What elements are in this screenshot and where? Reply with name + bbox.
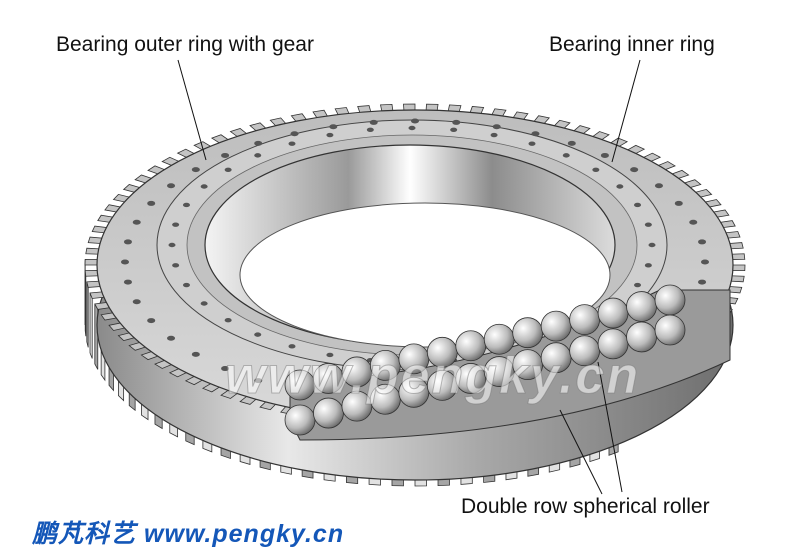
bolt-hole [224,167,232,172]
bolt-hole [562,153,570,158]
bolt-hole [528,141,536,146]
bolt-hole [634,282,642,288]
bolt-hole [634,202,642,208]
brand-name: 鹏芃科艺 [32,520,137,548]
roller-ball [654,314,686,346]
bolt-hole [172,263,180,268]
label-roller: Double row spherical roller [461,495,710,518]
leader-lines [177,59,641,495]
bolt-hole [221,366,230,372]
bolt-hole [644,222,652,227]
bolt-hole [167,183,176,189]
bolt-hole [701,259,709,265]
bolt-hole [172,222,180,227]
bolt-hole [326,352,334,358]
label-inner-ring: Bearing inner ring [549,33,715,56]
bolt-hole [132,219,141,225]
bolt-hole [147,200,156,206]
bolt-hole [648,242,656,248]
roller-balls [284,284,686,436]
bolt-hole [450,127,458,132]
bolt-hole [191,351,200,357]
bolt-hole [147,318,156,324]
roller-ball [284,404,316,436]
bolt-hole [411,118,419,124]
bolt-hole [630,167,639,173]
bolt-hole [168,242,176,248]
bolt-hole [674,200,683,206]
bolt-hole [254,140,263,146]
gear-tooth-side [89,292,93,359]
bolt-hole [288,344,296,349]
bolt-hole [224,318,232,323]
gear-tooth-side [86,281,89,348]
bolt-hole [644,263,652,268]
bolt-hole [123,279,132,285]
bolt-hole [366,127,374,132]
bolt-hole [200,184,208,189]
bolt-hole [121,259,129,265]
label-outer-ring: Bearing outer ring with gear [56,33,314,56]
roller-ball [654,284,686,316]
watermark: www.pengky.cn [224,347,641,406]
bolt-hole [254,153,262,158]
bolt-hole [182,282,190,288]
roller-ball [540,310,572,342]
roller-ball [597,297,629,329]
bolt-hole [698,279,707,285]
bolt-hole [600,152,609,158]
bolt-hole [254,378,263,384]
bolt-hole [191,167,200,173]
roller-ball [569,304,601,336]
bolt-hole [329,124,338,130]
bolt-hole [182,202,190,208]
roller-ball [512,317,544,349]
bolt-hole [254,332,262,337]
bolt-hole [654,183,663,189]
bolt-hole [592,167,600,172]
bolt-hole [616,184,624,189]
bolt-hole [132,299,141,305]
bore-bottom [239,202,611,348]
bolt-hole [452,119,461,125]
roller-ball [626,291,657,322]
bolt-hole [326,132,334,138]
bolt-hole [221,152,230,158]
bolt-hole [290,131,299,137]
bolt-hole [531,131,540,137]
bolt-hole [369,119,378,125]
bolt-hole [492,124,501,130]
bolt-hole [567,140,576,146]
brand-url[interactable]: www.pengky.cn [144,520,345,548]
bolt-hole [123,239,132,245]
bolt-hole [689,219,698,225]
bolt-hole [490,132,498,138]
bolt-hole [167,335,176,341]
bolt-hole [288,141,296,146]
bolt-hole [698,239,707,245]
bolt-hole [408,125,416,131]
bolt-hole [200,301,208,306]
